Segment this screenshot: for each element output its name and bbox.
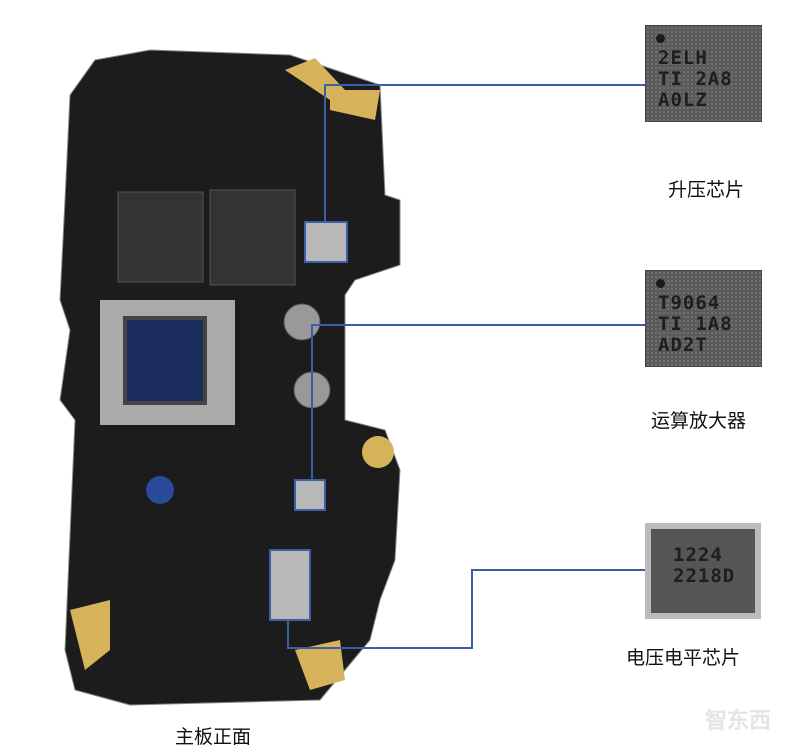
level-shifter-label: 电压电平芯片 (626, 647, 741, 669)
processor-die (123, 316, 207, 405)
pin1-dot (656, 34, 665, 43)
gold-pad (295, 640, 345, 690)
connector-line-boost (324, 84, 645, 222)
pin1-dot (656, 279, 665, 288)
chip-marking: T9064 TI 1A8 AD2T (658, 292, 733, 356)
gold-pad (362, 436, 394, 468)
watermark-logo: 智东西 (705, 709, 772, 734)
capacitor (283, 303, 321, 341)
chip-memory (209, 189, 296, 286)
gold-pad (285, 58, 345, 100)
gold-pad (70, 600, 110, 670)
highlight-opamp-chip (294, 479, 326, 511)
boost-chip-closeup: 2ELH TI 2A8 A0LZ (645, 25, 762, 122)
opamp-chip-closeup: T9064 TI 1A8 AD2T (645, 270, 762, 367)
opamp-label: 运算放大器 (651, 410, 747, 432)
blue-ic (146, 476, 174, 504)
level-shifter-chip-closeup: 1224 2218D (645, 523, 761, 619)
gold-pad (330, 90, 380, 120)
chip-marking: 1224 2218D (673, 544, 736, 587)
highlight-level-chip (269, 549, 311, 621)
highlight-boost-chip (304, 221, 348, 263)
boost-chip-label: 升压芯片 (668, 179, 745, 201)
connector-line-level (287, 569, 645, 649)
board-caption: 主板正面 (175, 726, 252, 748)
connector-line-opamp (311, 324, 645, 480)
chip-soc (117, 191, 204, 283)
chip-marking: 2ELH TI 2A8 A0LZ (658, 47, 733, 111)
